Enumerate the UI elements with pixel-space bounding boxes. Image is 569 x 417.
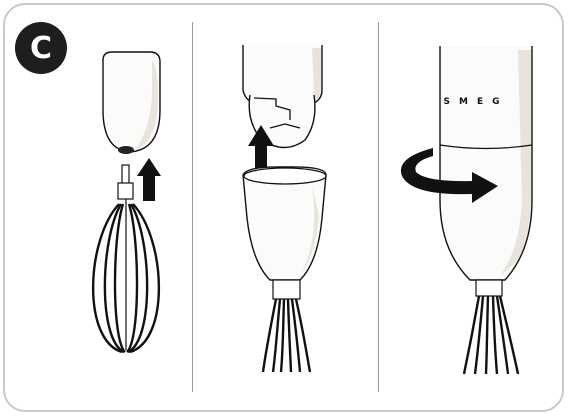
panel-3: SMEG — [379, 0, 564, 417]
panel-1 — [0, 0, 190, 417]
panel-2 — [193, 0, 378, 417]
whisk-adapter-icon — [243, 167, 326, 372]
assembled-blender-icon — [440, 46, 532, 374]
brand-text: SMEG — [444, 97, 509, 107]
motor-body-icon — [243, 45, 322, 148]
insert-up-arrow-icon — [137, 158, 161, 201]
motor-body-icon — [103, 52, 160, 154]
